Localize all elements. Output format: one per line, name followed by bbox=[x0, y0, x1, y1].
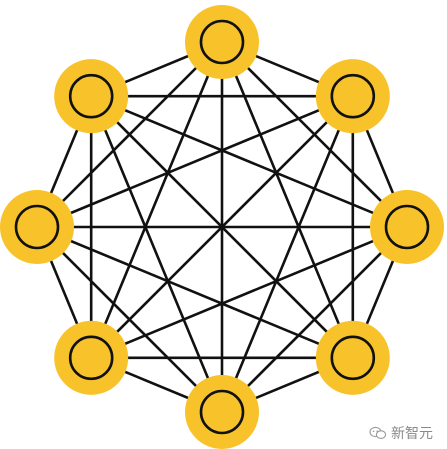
edge-3-7 bbox=[90, 95, 354, 359]
node-7 bbox=[0, 190, 74, 264]
node-4 bbox=[315, 320, 390, 395]
node-inner-ring bbox=[68, 73, 114, 119]
node-6 bbox=[54, 320, 129, 395]
edge-0-3 bbox=[220, 41, 355, 359]
node-inner-ring bbox=[199, 19, 245, 65]
watermark: 新智元 bbox=[369, 423, 433, 443]
edge-4-6 bbox=[36, 226, 223, 413]
graph-nodes bbox=[0, 5, 444, 449]
node-inner-ring bbox=[330, 335, 376, 381]
node-inner-ring bbox=[384, 204, 430, 250]
edge-3-6 bbox=[36, 225, 354, 360]
node-8 bbox=[54, 59, 129, 134]
watermark-text: 新智元 bbox=[391, 426, 433, 442]
node-3 bbox=[370, 190, 444, 264]
edge-0-5 bbox=[89, 41, 224, 359]
node-inner-ring bbox=[330, 73, 376, 119]
edge-2-5 bbox=[90, 225, 408, 360]
node-inner-ring bbox=[199, 389, 245, 435]
edge-1-6 bbox=[36, 94, 354, 229]
node-inner-ring bbox=[14, 204, 60, 250]
node-5 bbox=[185, 375, 259, 449]
wechat-logo-icon bbox=[369, 426, 387, 439]
edge-2-7 bbox=[90, 94, 408, 229]
node-2 bbox=[315, 59, 390, 134]
node-1 bbox=[185, 5, 259, 79]
edge-1-4 bbox=[220, 95, 355, 413]
node-inner-ring bbox=[68, 335, 114, 381]
edge-4-7 bbox=[89, 95, 224, 413]
